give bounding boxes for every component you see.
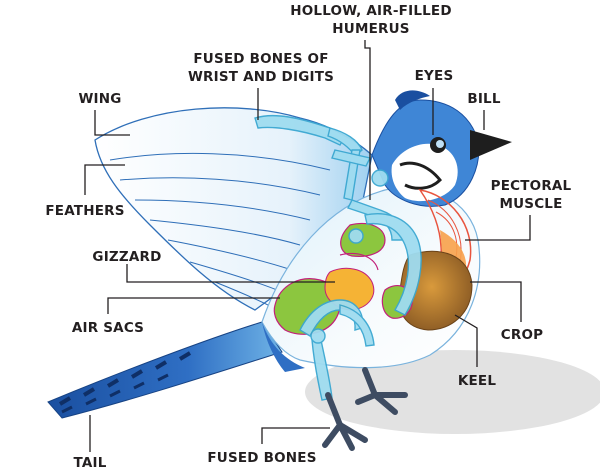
leader-fused-bones: [261, 427, 330, 444]
label-pectoral-line1: PECTORAL: [491, 178, 572, 194]
label-wrist-line1: FUSED BONES OF: [193, 51, 328, 67]
label-keel: KEEL: [458, 373, 497, 389]
leader-air-sacs: [107, 297, 280, 314]
leader-gizzard: [126, 264, 335, 283]
label-wrist-line2: WRIST AND DIGITS: [188, 69, 334, 85]
label-fused-bones: FUSED BONES: [207, 450, 316, 466]
label-air-sacs: AIR SACS: [72, 320, 144, 336]
label-feathers: FEATHERS: [45, 203, 124, 219]
leader-humerus: [364, 40, 371, 200]
leader-lines: [84, 40, 531, 452]
label-gizzard: GIZZARD: [92, 249, 161, 265]
leader-keel: [454, 314, 478, 367]
legs-illustration: [322, 367, 408, 451]
leader-wing: [94, 110, 130, 136]
label-humerus-line2: HUMERUS: [332, 21, 409, 37]
skeleton-illustration: [254, 114, 422, 401]
head-illustration: [371, 90, 512, 207]
label-crop: CROP: [501, 327, 543, 343]
label-humerus-line1: HOLLOW, AIR-FILLED: [290, 3, 452, 19]
tail-illustration: [47, 321, 283, 419]
leader-pectoral: [465, 215, 531, 241]
label-wing: WING: [78, 91, 121, 107]
leader-crop: [470, 281, 522, 322]
leader-feathers: [84, 164, 125, 195]
label-eyes: EYES: [415, 68, 454, 84]
label-bill: BILL: [467, 91, 501, 107]
ground-shadow: [305, 350, 600, 434]
labels: HOLLOW, AIR-FILLED HUMERUS FUSED BONES O…: [45, 3, 571, 469]
label-pectoral-line2: MUSCLE: [499, 196, 562, 212]
label-tail: TAIL: [73, 455, 106, 469]
